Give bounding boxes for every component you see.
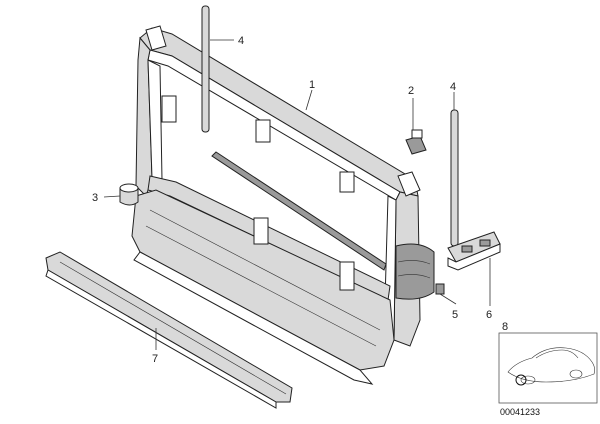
callout-label-8: 8 — [502, 321, 508, 333]
clip-part-5 — [435, 283, 445, 295]
mounting-bracket — [447, 231, 501, 271]
radiator-support-frame — [131, 25, 435, 385]
callout-label-5: 5 — [452, 309, 458, 321]
rubber-strip-right — [450, 109, 459, 247]
callout-label-7: 7 — [152, 353, 158, 365]
callout-label-4-left: 4 — [238, 35, 244, 47]
rubber-mount — [119, 183, 139, 206]
lower-rail — [45, 251, 293, 409]
car-thumbnail — [498, 332, 598, 404]
callout-label-2: 2 — [408, 85, 414, 97]
rubber-strip-left — [201, 5, 210, 133]
reference-number: 00041233 — [500, 407, 540, 417]
seal-strip — [211, 151, 387, 271]
callout-label-6: 6 — [486, 309, 492, 321]
callout-label-4-right: 4 — [450, 81, 456, 93]
callout-label-1: 1 — [309, 79, 315, 91]
callout-label-3-partial: 3 — [92, 192, 98, 204]
clip-part-2 — [405, 129, 427, 155]
